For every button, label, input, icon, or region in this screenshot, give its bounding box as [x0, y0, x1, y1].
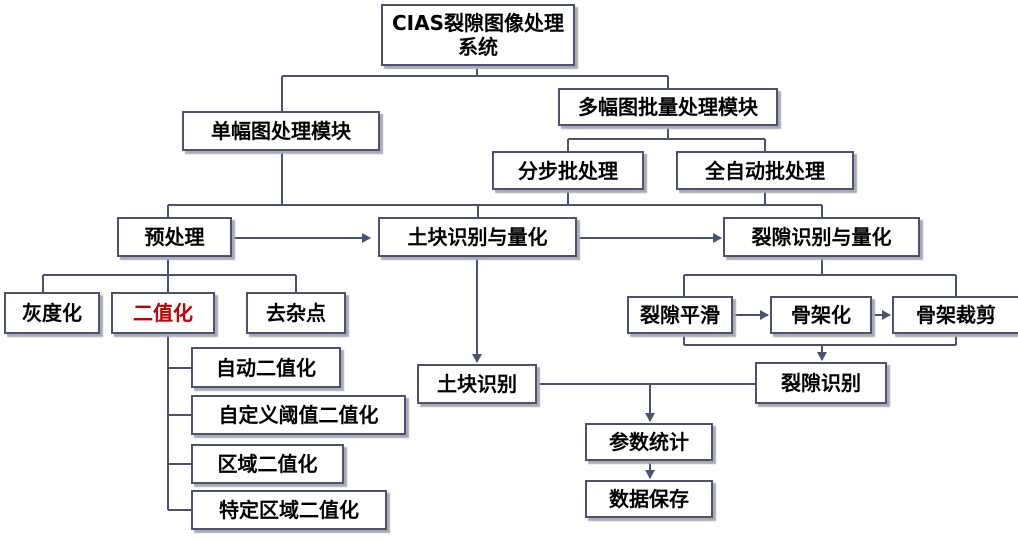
node-crack-quant: 裂隙识别与量化 — [723, 217, 920, 257]
node-preprocess: 预处理 — [117, 217, 232, 257]
node-soilblock-quant: 土块识别与量化 — [378, 217, 577, 257]
node-specific-region-binarize: 特定区域二值化 — [191, 490, 387, 530]
node-batch-module: 多幅图批量处理模块 — [558, 88, 778, 126]
node-crack-smooth: 裂隙平滑 — [627, 296, 733, 334]
node-denoise: 去杂点 — [246, 292, 346, 334]
node-grayscale: 灰度化 — [4, 292, 100, 334]
node-binarize: 二值化 — [111, 292, 215, 334]
node-param-stats: 参数统计 — [585, 423, 713, 461]
node-auto-binarize: 自动二值化 — [191, 347, 341, 388]
node-region-binarize: 区域二值化 — [191, 444, 344, 484]
node-crack-id: 裂隙识别 — [755, 362, 887, 404]
node-root: CIAS裂隙图像处理系统 — [381, 4, 575, 66]
node-single-module: 单幅图处理模块 — [182, 111, 380, 151]
node-custom-threshold-binarize: 自定义阈值二值化 — [191, 395, 406, 435]
node-fullauto-batch: 全自动批处理 — [676, 151, 854, 190]
node-soilblock-id: 土块识别 — [417, 364, 537, 404]
node-data-save: 数据保存 — [585, 480, 713, 518]
node-stepwise-batch: 分步批处理 — [492, 151, 644, 190]
node-skeleton-prune: 骨架裁剪 — [892, 296, 1018, 334]
node-skeletonize: 骨架化 — [770, 296, 872, 334]
